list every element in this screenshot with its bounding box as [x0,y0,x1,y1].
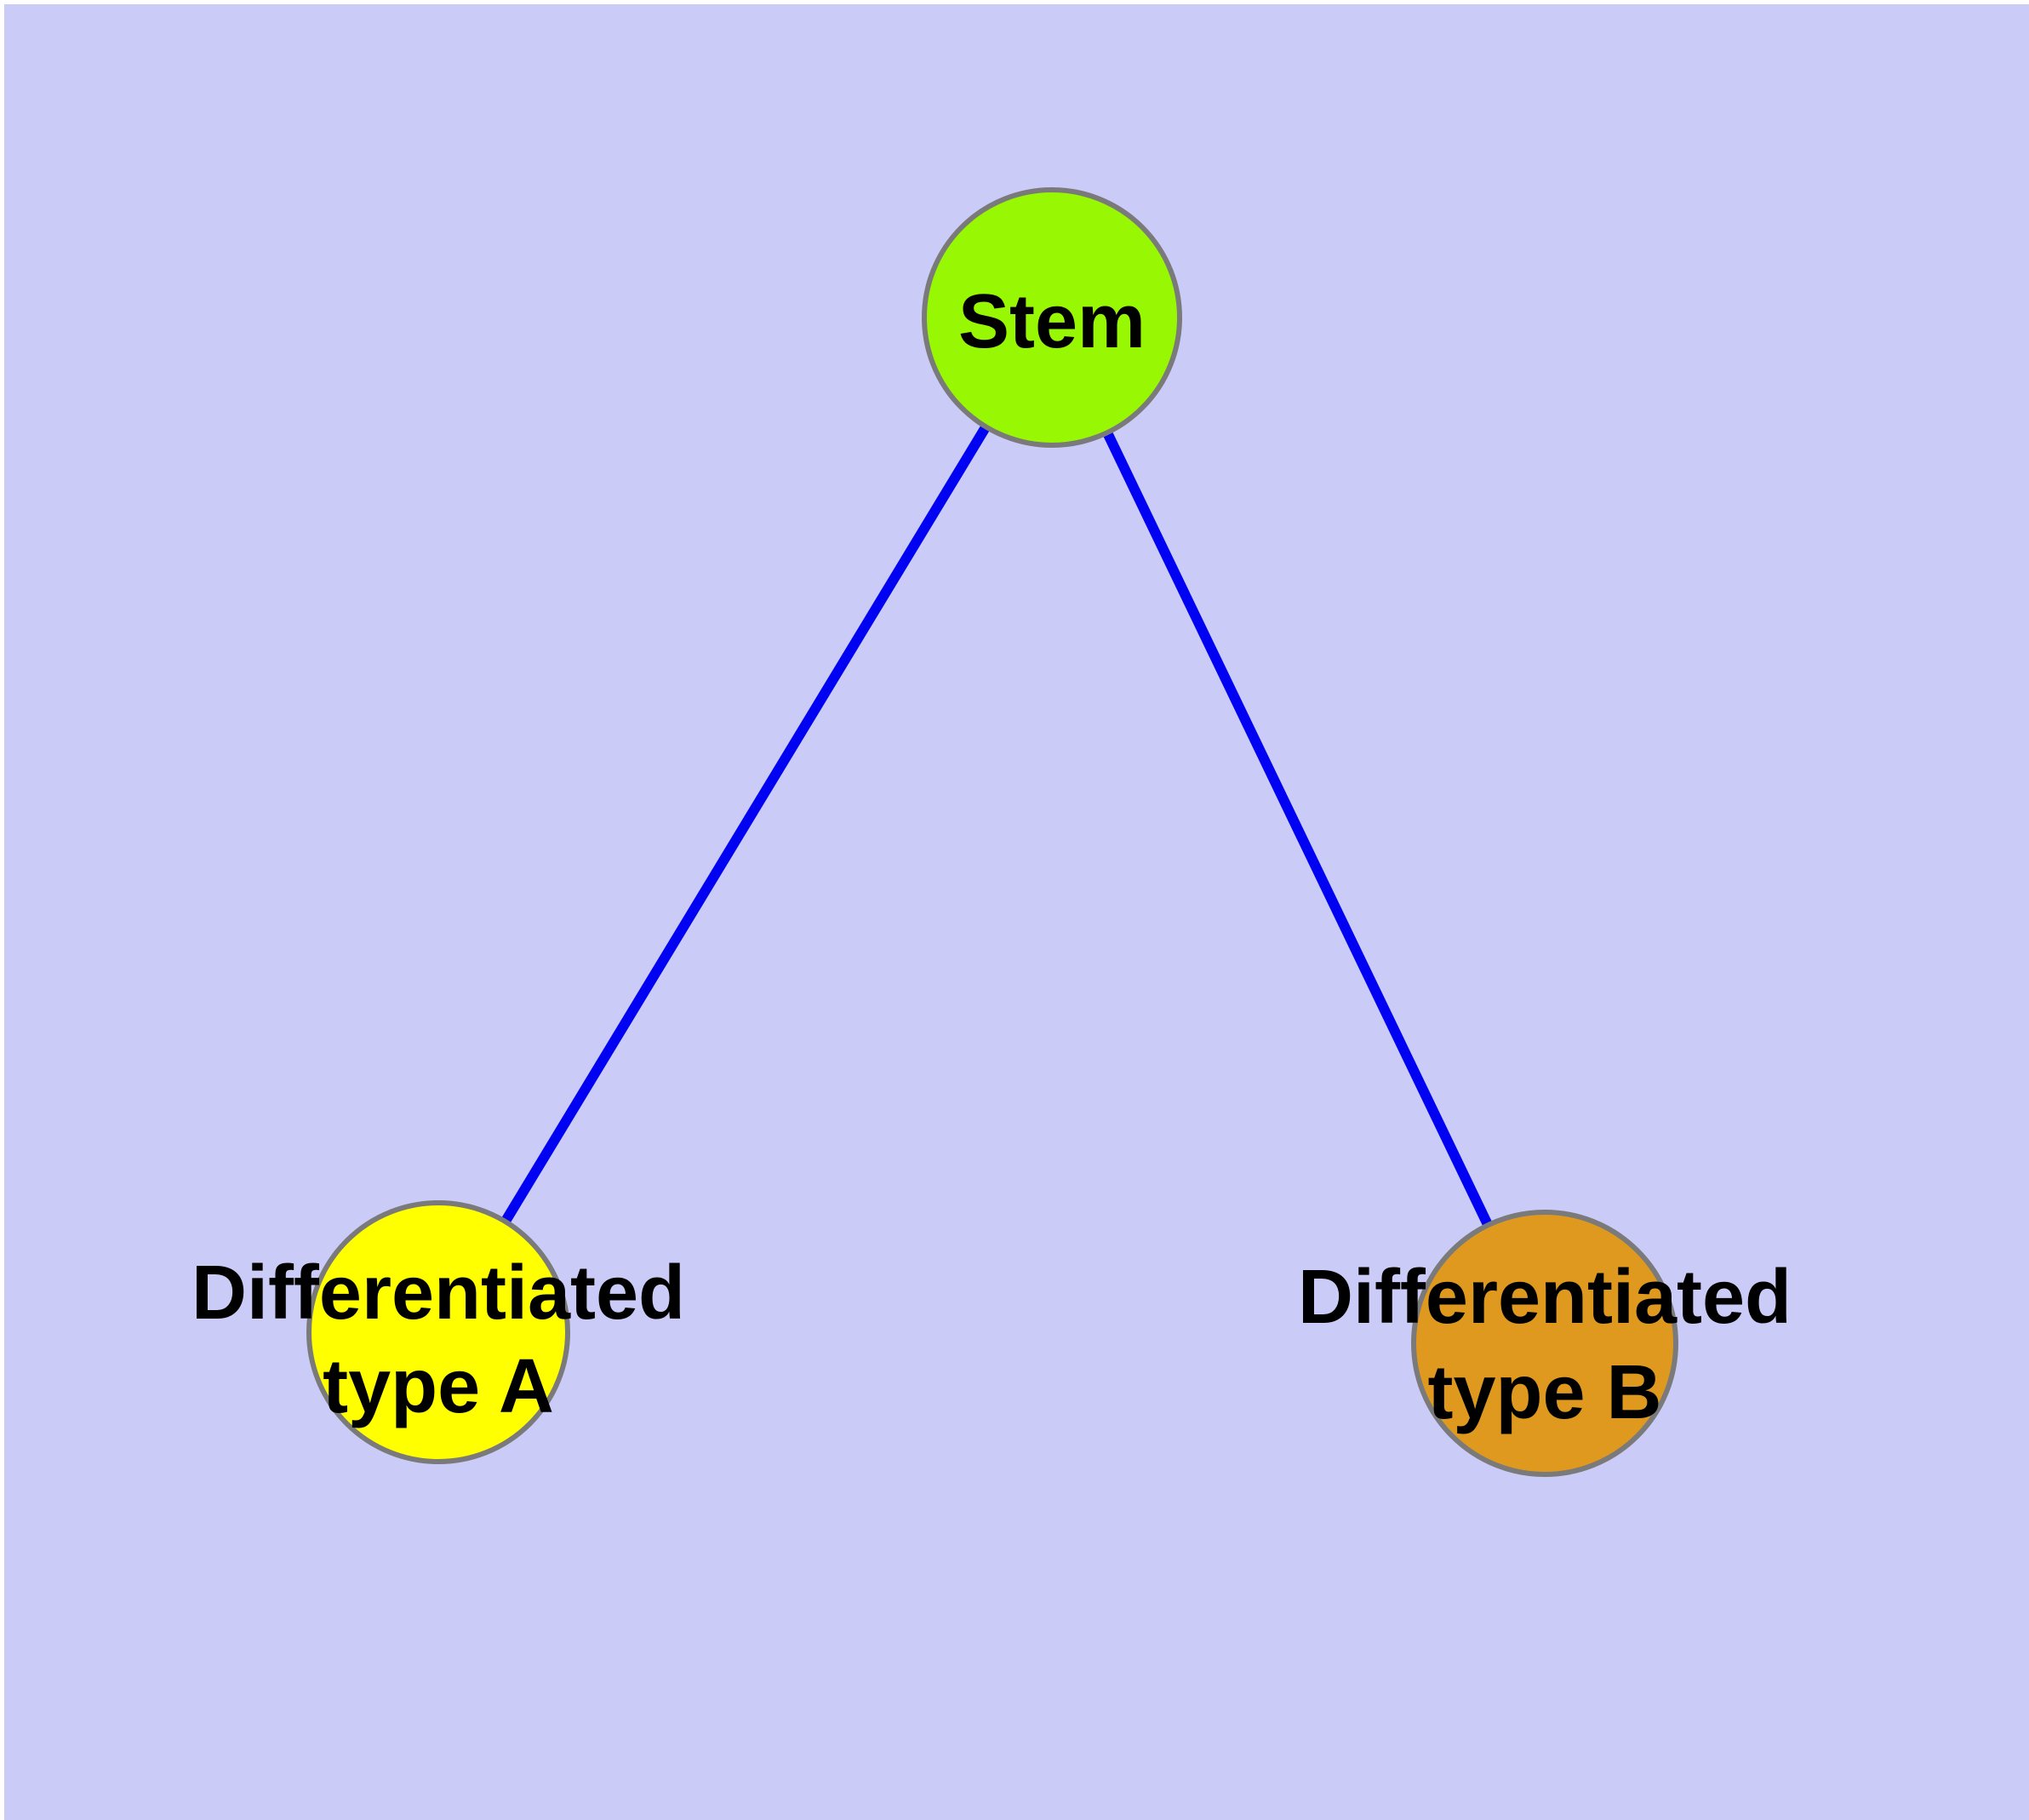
stem-node-label: Stem [958,279,1146,364]
stem-node-circle[interactable] [922,187,1182,448]
edge-group [433,314,1550,1346]
edge-stem-to-type-b [1047,315,1550,1346]
node-differentiated-type-a[interactable]: Differentiated type A [191,1200,685,1464]
differentiated-type-b-label-line-1: Differentiated [1298,1255,1792,1340]
differentiated-type-a-node-circle[interactable] [306,1200,570,1464]
node-differentiated-type-b[interactable]: Differentiated type B [1298,1210,1792,1477]
node-stem[interactable]: Stem [922,187,1182,448]
differentiated-type-b-node-circle[interactable] [1411,1210,1678,1477]
differentiated-type-a-label-line-2: type A [323,1344,554,1429]
differentiated-type-a-label-line-1: Differentiated [191,1251,685,1336]
edge-stem-to-type-a [433,314,1057,1336]
differentiated-type-b-label-line-2: type B [1427,1350,1661,1435]
